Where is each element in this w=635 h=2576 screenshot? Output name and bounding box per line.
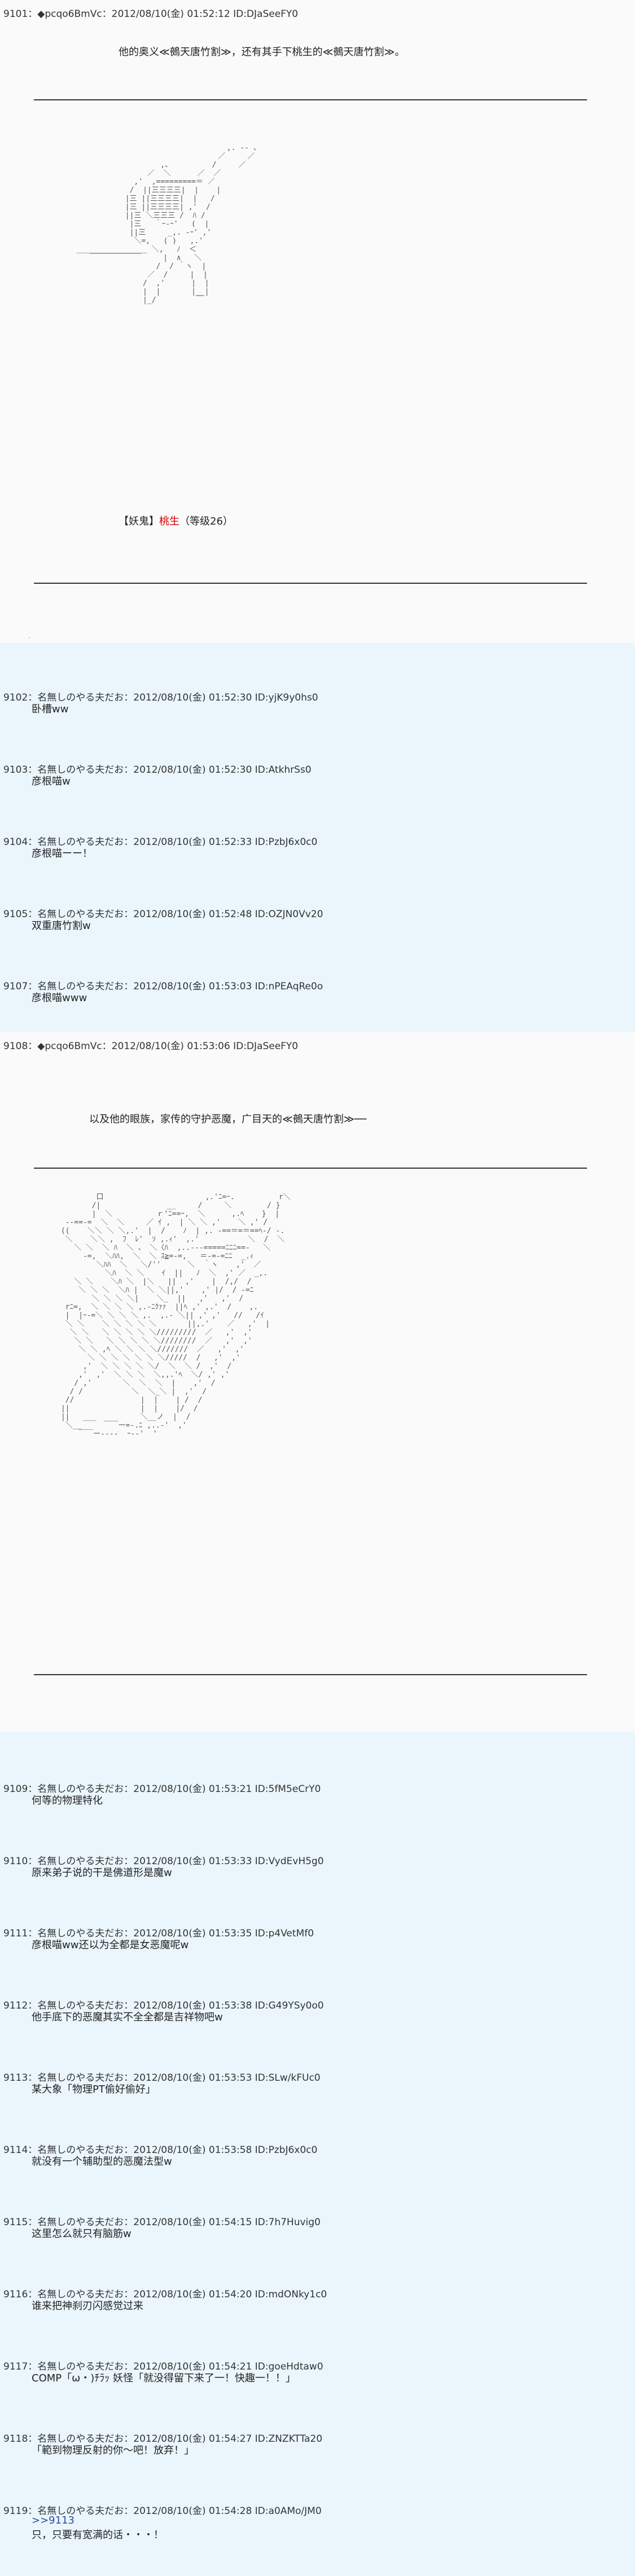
reply-header: 9118：名無しのやる夫だお：2012/08/10(金) 01:54:27 ID… bbox=[3, 2433, 323, 2445]
reply-header: 9119：名無しのやる夫だお：2012/08/10(金) 01:54:28 ID… bbox=[3, 2505, 322, 2517]
reply-header: 9113：名無しのやる夫だお：2012/08/10(金) 01:53:53 ID… bbox=[3, 2072, 321, 2084]
reply-text: 彦根喵ーー！ bbox=[32, 848, 93, 860]
caption-tag: 【妖鬼】 bbox=[119, 516, 159, 527]
reply-text: 「範到物理反射的你～吧！放弃！」 bbox=[32, 2445, 194, 2456]
post-end-mark: . bbox=[28, 632, 30, 640]
reply-header: 9104：名無しのやる夫だお：2012/08/10(金) 01:52:33 ID… bbox=[3, 836, 318, 848]
reply-text: 原来弟子说的干是佛道形是魔w bbox=[32, 1867, 172, 1879]
post-9101: 9101：◆pcqo6BmVc：2012/08/10(金) 01:52:12 I… bbox=[0, 0, 635, 643]
reply-header: 9109：名無しのやる夫だお：2012/08/10(金) 01:53:21 ID… bbox=[3, 1784, 321, 1795]
character-caption: 【妖鬼】桃生（等级26） bbox=[119, 513, 233, 528]
divider-top bbox=[34, 99, 587, 100]
reply-text: 彦根喵ww还以为全都是女恶魔呢w bbox=[32, 1939, 189, 1951]
reply-header: 9110：名無しのやる夫だお：2012/08/10(金) 01:53:33 ID… bbox=[3, 1856, 324, 1867]
divider-bottom bbox=[34, 1674, 587, 1675]
post-9108: 9108：◆pcqo6BmVc：2012/08/10(金) 01:53:06 I… bbox=[0, 1032, 635, 1732]
replies-group-a: 9102：名無しのやる夫だお：2012/08/10(金) 01:52:30 ID… bbox=[0, 643, 635, 1032]
reply-header: 9115：名無しのやる夫だお：2012/08/10(金) 01:54:15 ID… bbox=[3, 2217, 321, 2228]
divider-bottom bbox=[34, 583, 587, 584]
reply-text: 何等的物理特化 bbox=[32, 1795, 103, 1807]
reply-text: 谁来把神刹刃闪感觉过来 bbox=[32, 2300, 143, 2312]
divider-top bbox=[34, 1168, 587, 1169]
post-header: 9101：◆pcqo6BmVc：2012/08/10(金) 01:52:12 I… bbox=[3, 8, 299, 20]
reply-text: 只，只要有宽满的话・・・！ bbox=[32, 2529, 164, 2541]
reply-header: 9111：名無しのやる夫だお：2012/08/10(金) 01:53:35 ID… bbox=[3, 1928, 314, 1939]
reply-text: 双重唐竹割w bbox=[32, 920, 91, 932]
reply-anchor-link[interactable]: >>9113 bbox=[32, 2515, 75, 2526]
reply-header: 9116：名無しのやる夫だお：2012/08/10(金) 01:54:20 ID… bbox=[3, 2289, 327, 2300]
reply-header: 9105：名無しのやる夫だお：2012/08/10(金) 01:52:48 ID… bbox=[3, 909, 323, 920]
reply-text: 这里怎么就只有脑筋w bbox=[32, 2228, 132, 2240]
post-text: 他的奥义≪鵺天唐竹割≫，还有其手下桃生的≪鵺天唐竹割≫。 bbox=[119, 46, 405, 58]
reply-header: 9117：名無しのやる夫だお：2012/08/10(金) 01:54:21 ID… bbox=[3, 2361, 323, 2372]
replies-group-b: 9109：名無しのやる夫だお：2012/08/10(金) 01:53:21 ID… bbox=[0, 1732, 635, 2576]
reply-header: 9103：名無しのやる夫だお：2012/08/10(金) 01:52:30 ID… bbox=[3, 764, 312, 776]
post-header: 9108：◆pcqo6BmVc：2012/08/10(金) 01:53:06 I… bbox=[3, 1041, 299, 1052]
reply-header: 9107：名無しのやる夫だお：2012/08/10(金) 01:53:03 ID… bbox=[3, 981, 323, 992]
ascii-art-character: ,. -- 、 ／ ／ ,、 / ／ ／ ＼ ／ ／ ,' ,=========… bbox=[76, 144, 261, 305]
reply-text: 某大象「物理PT偷好偷好」 bbox=[32, 2084, 156, 2095]
post-text: 以及他的眼族，家传的守护恶魔，广目天的≪鵺天唐竹割≫── bbox=[89, 1113, 367, 1125]
reply-text: COMP「ω・)ﾁﾗｯ 妖怪「就没得留下来了一！快趣一！！」 bbox=[32, 2372, 296, 2384]
reply-header: 9102：名無しのやる夫だお：2012/08/10(金) 01:52:30 ID… bbox=[3, 692, 318, 703]
reply-text: 彦根喵www bbox=[32, 992, 87, 1004]
reply-text: 彦根喵w bbox=[32, 776, 71, 787]
ascii-art-character: 口 ,.'ﾆ=ｰ. r＼ /| __ / ＼ / } | ＼ ｒ'ﾆ==ｰ, ＼… bbox=[60, 1193, 291, 1438]
reply-text: 卧槽ww bbox=[32, 703, 69, 715]
reply-header: 9112：名無しのやる夫だお：2012/08/10(金) 01:53:38 ID… bbox=[3, 2000, 324, 2011]
caption-name: 桃生 bbox=[159, 516, 179, 527]
caption-level: （等级26） bbox=[179, 516, 233, 527]
reply-text: 就没有一个辅助型的恶魔法型w bbox=[32, 2156, 172, 2168]
reply-text: 他手底下的恶魔其实不全全都是吉祥物吧w bbox=[32, 2011, 223, 2023]
reply-header: 9114：名無しのやる夫だお：2012/08/10(金) 01:53:58 ID… bbox=[3, 2145, 318, 2156]
